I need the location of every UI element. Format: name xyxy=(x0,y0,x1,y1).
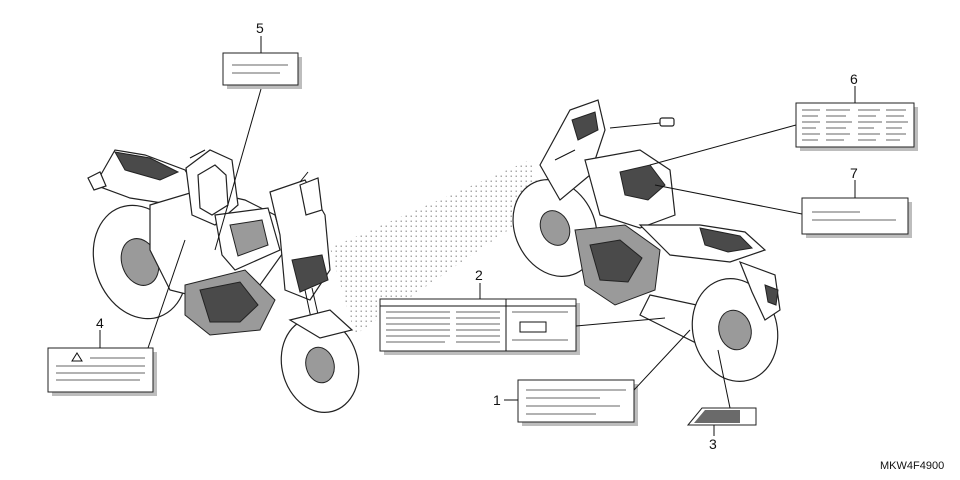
warning-triangle-icon xyxy=(71,352,83,362)
label-6 xyxy=(795,102,918,151)
callout-5: 5 xyxy=(256,20,264,36)
callout-1: 1 xyxy=(493,392,501,408)
callout-2: 2 xyxy=(475,267,483,283)
label-1 xyxy=(517,379,638,426)
callout-6: 6 xyxy=(850,71,858,87)
callout-3: 3 xyxy=(709,436,717,452)
label-2 xyxy=(379,298,580,355)
diagram-code: MKW4F4900 xyxy=(880,460,944,472)
motorcycle-front-view xyxy=(87,149,360,413)
label-3 xyxy=(686,407,757,426)
label-4 xyxy=(47,347,157,396)
label-7 xyxy=(801,197,912,238)
projection-band xyxy=(330,160,545,335)
label-5 xyxy=(222,52,302,89)
callout-4: 4 xyxy=(96,315,104,331)
motorcycle-rear-view xyxy=(512,99,781,382)
leader-lines xyxy=(99,36,856,436)
callout-7: 7 xyxy=(850,165,858,181)
